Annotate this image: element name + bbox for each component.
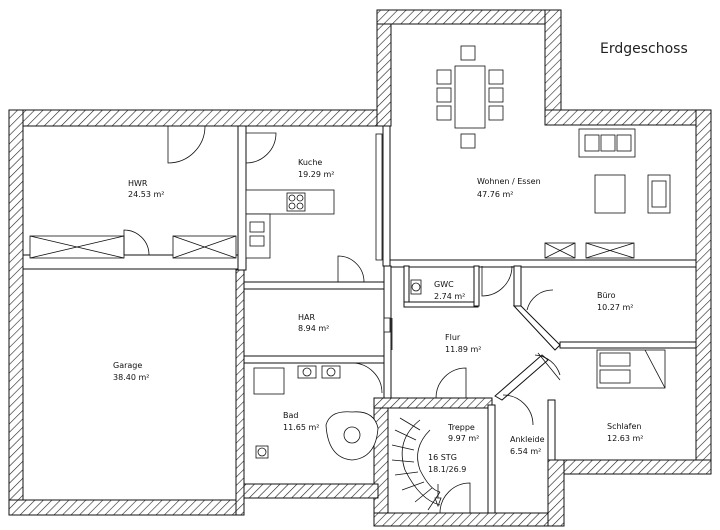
- room-label-hwr: HWR: [128, 179, 148, 188]
- bed: [596, 349, 666, 389]
- living-sofas: [544, 128, 671, 259]
- room-area-bad: 11.65 m²: [283, 423, 319, 432]
- doors: [123, 125, 561, 514]
- room-area-garage: 38.40 m²: [113, 373, 149, 382]
- room-area-buero: 10.27 m²: [597, 303, 633, 312]
- room-area-gwc: 2.74 m²: [434, 292, 465, 301]
- room-area-schlafen: 12.63 m²: [607, 434, 643, 443]
- room-area-treppe: 9.97 m²: [448, 434, 479, 443]
- hwr-windows: [29, 235, 237, 259]
- dining-table: [436, 45, 504, 149]
- room-label-bad: Bad: [283, 411, 298, 420]
- stair-steps: 16 STG: [428, 453, 457, 462]
- room-label-schlafen: Schlafen: [607, 422, 641, 431]
- room-area-wohnen: 47.76 m²: [477, 190, 513, 199]
- room-area-ankleide: 6.54 m²: [510, 447, 541, 456]
- bathroom-fixtures: [253, 317, 391, 461]
- stair-ratio: 18.1/26.9: [428, 465, 466, 474]
- room-label-ankleide: Ankleide: [510, 435, 545, 444]
- room-label-flur: Flur: [445, 333, 461, 342]
- room-area-flur: 11.89 m²: [445, 345, 481, 354]
- room-area-har: 8.94 m²: [298, 324, 329, 333]
- room-area-kueche: 19.29 m²: [298, 170, 334, 179]
- staircase: [391, 417, 442, 511]
- room-label-kueche: Kuche: [298, 158, 322, 167]
- room-label-treppe: Treppe: [447, 423, 475, 432]
- room-label-gwc: GWC: [434, 280, 454, 289]
- room-label-buero: Büro: [597, 291, 616, 300]
- room-labels: HWR 24.53 m² Kuche 19.29 m² Wohnen / Ess…: [113, 158, 643, 474]
- room-label-har: HAR: [298, 313, 315, 322]
- plan-title: Erdgeschoss: [600, 41, 688, 57]
- room-area-hwr: 24.53 m²: [128, 190, 164, 199]
- gwc-toilet: [410, 279, 422, 295]
- kitchen-fittings: [245, 133, 383, 261]
- exterior-walls: [8, 9, 712, 527]
- room-label-garage: Garage: [113, 361, 142, 370]
- room-label-wohnen: Wohnen / Essen: [477, 177, 541, 186]
